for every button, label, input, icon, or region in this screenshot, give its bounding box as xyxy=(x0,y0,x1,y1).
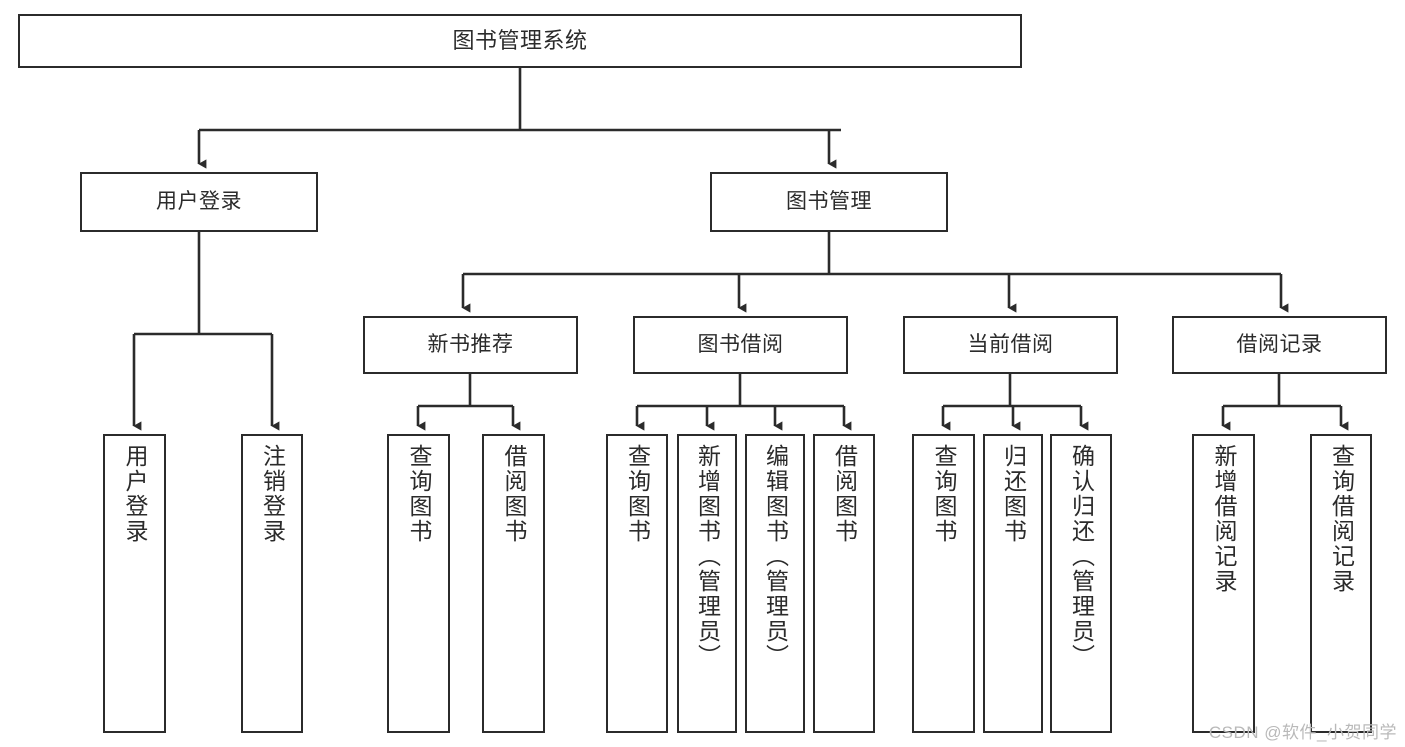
node-leaf-add-book[interactable]: 新增图书（管理员） xyxy=(677,434,737,733)
node-leaf-confirm-return[interactable]: 确认归还（管理员） xyxy=(1050,434,1112,733)
node-leaf-add-record[interactable]: 新增借阅记录 xyxy=(1192,434,1255,733)
node-leaf-query-record-label: 查询借阅记录 xyxy=(1328,444,1355,594)
node-leaf-query-book-3-label: 查询图书 xyxy=(931,444,957,544)
node-user-login-label: 用户登录 xyxy=(156,189,242,213)
node-leaf-return-book-label: 归还图书 xyxy=(1000,444,1027,544)
node-book-borrow-label: 图书借阅 xyxy=(697,332,784,356)
node-leaf-add-record-label: 新增借阅记录 xyxy=(1211,444,1237,594)
node-book-manage[interactable]: 图书管理 xyxy=(710,172,948,232)
node-root-label: 图书管理系统 xyxy=(452,28,588,54)
node-leaf-add-book-label: 新增图书（管理员） xyxy=(694,444,721,669)
node-new-book-recommend[interactable]: 新书推荐 xyxy=(363,316,578,374)
node-leaf-borrow-book-1[interactable]: 借阅图书 xyxy=(482,434,545,733)
watermark: CSDN @软件_小贺同学 xyxy=(1208,723,1397,742)
node-leaf-user-login-label: 用户登录 xyxy=(122,444,148,544)
node-leaf-query-book-1[interactable]: 查询图书 xyxy=(387,434,450,733)
node-borrow-record-label: 借阅记录 xyxy=(1236,332,1323,356)
node-leaf-user-login[interactable]: 用户登录 xyxy=(103,434,166,733)
node-leaf-confirm-return-label: 确认归还（管理员） xyxy=(1068,444,1095,669)
node-leaf-query-book-1-label: 查询图书 xyxy=(406,444,432,544)
node-leaf-query-record[interactable]: 查询借阅记录 xyxy=(1310,434,1372,733)
node-user-login[interactable]: 用户登录 xyxy=(80,172,318,232)
node-leaf-query-book-2-label: 查询图书 xyxy=(624,444,651,544)
node-leaf-logout-label: 注销登录 xyxy=(259,444,286,544)
node-borrow-record[interactable]: 借阅记录 xyxy=(1172,316,1387,374)
node-leaf-borrow-book-2-label: 借阅图书 xyxy=(831,444,858,544)
node-current-borrow-label: 当前借阅 xyxy=(967,332,1054,356)
node-book-borrow[interactable]: 图书借阅 xyxy=(633,316,848,374)
node-current-borrow[interactable]: 当前借阅 xyxy=(903,316,1118,374)
node-leaf-return-book[interactable]: 归还图书 xyxy=(983,434,1043,733)
node-new-book-recommend-label: 新书推荐 xyxy=(427,332,514,356)
node-leaf-logout[interactable]: 注销登录 xyxy=(241,434,303,733)
node-root[interactable]: 图书管理系统 xyxy=(18,14,1022,68)
node-book-manage-label: 图书管理 xyxy=(786,189,872,213)
node-leaf-query-book-3[interactable]: 查询图书 xyxy=(912,434,975,733)
node-leaf-edit-book[interactable]: 编辑图书（管理员） xyxy=(745,434,805,733)
node-leaf-edit-book-label: 编辑图书（管理员） xyxy=(762,444,789,669)
node-leaf-borrow-book-1-label: 借阅图书 xyxy=(501,444,527,544)
node-leaf-borrow-book-2[interactable]: 借阅图书 xyxy=(813,434,875,733)
node-leaf-query-book-2[interactable]: 查询图书 xyxy=(606,434,668,733)
